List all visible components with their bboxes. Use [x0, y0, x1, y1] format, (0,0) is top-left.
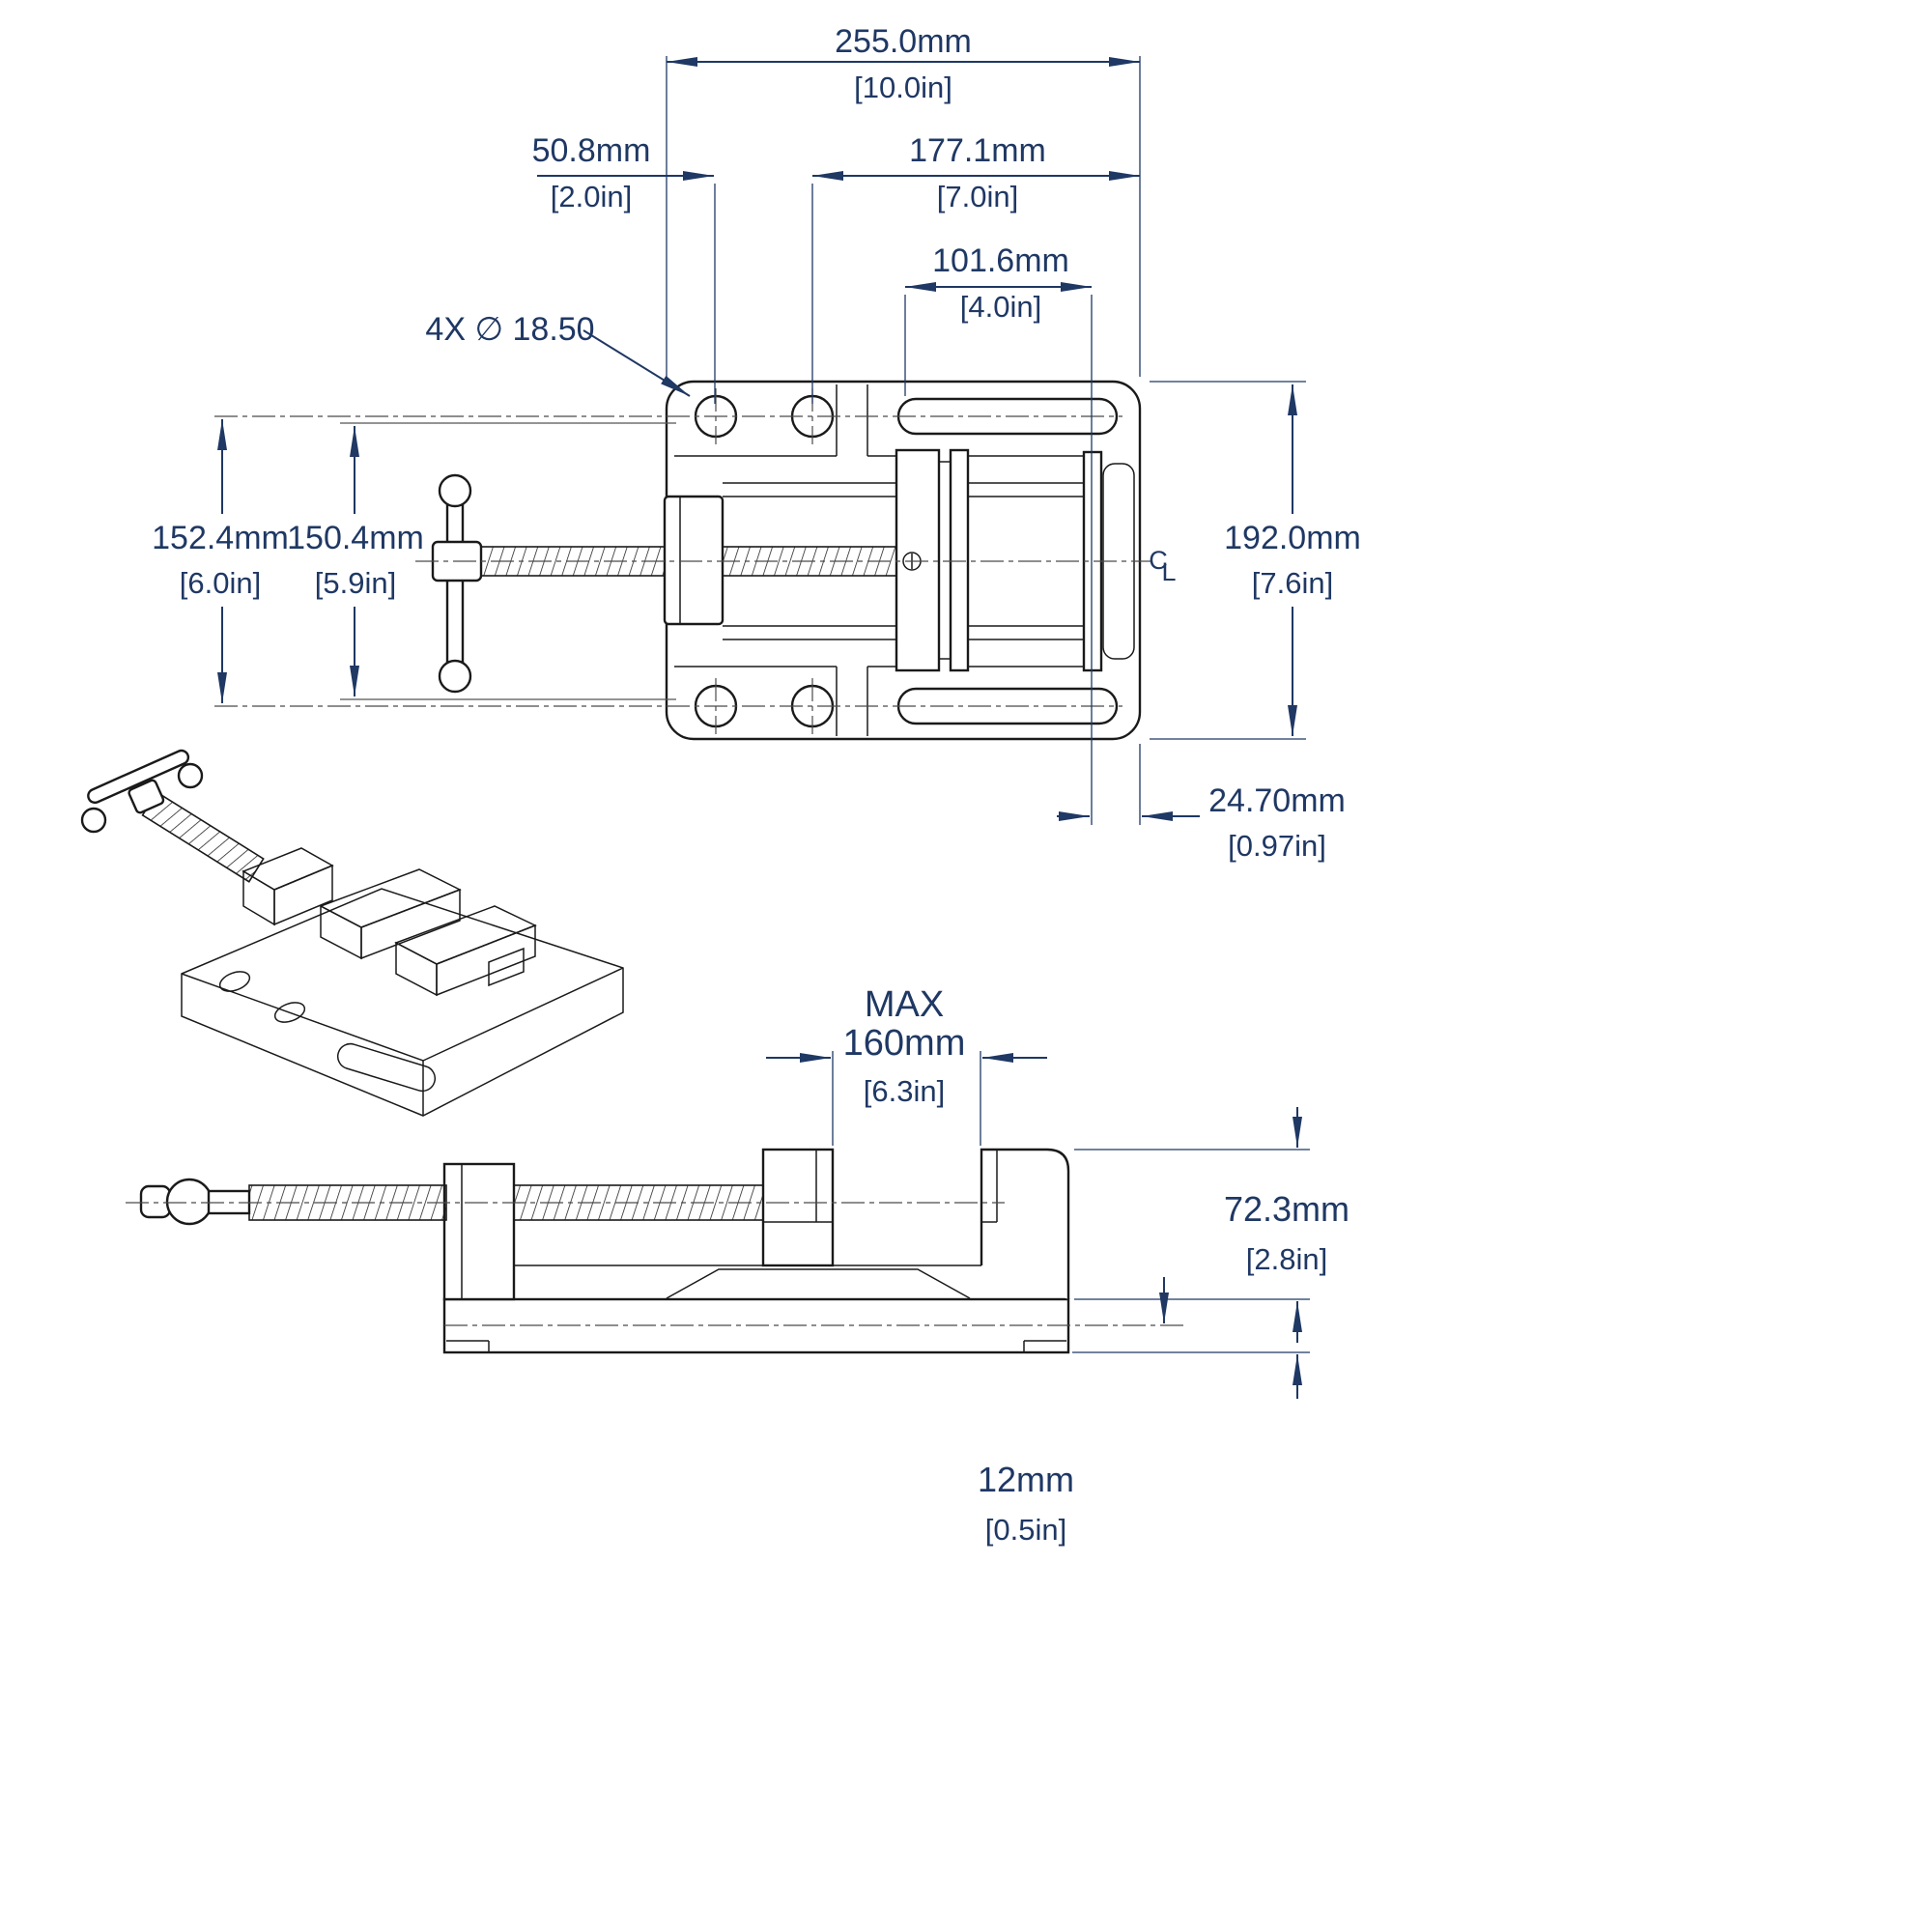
- side-rib: [666, 1268, 971, 1299]
- dim-overall-width-in: [10.0in]: [854, 71, 952, 104]
- dim-body-height-mm: 72.3mm: [1224, 1189, 1350, 1229]
- iso-screw-bracket: [242, 847, 334, 926]
- dim-bolt-rows-inner-mm: 150.4mm: [287, 520, 424, 556]
- dim-hole-to-edge-in: [7.0in]: [937, 180, 1018, 213]
- iso-slot: [336, 1042, 437, 1093]
- iso-lead-screw: [80, 749, 265, 883]
- dim-slot-length-mm: 101.6mm: [932, 242, 1069, 279]
- dim-bolt-rows-inner-in: [5.9in]: [315, 566, 396, 600]
- dim-hole-to-edge-mm: 177.1mm: [909, 132, 1046, 169]
- side-fixed-jaw: [980, 1148, 1070, 1299]
- side-moving-jaw: [761, 1148, 835, 1267]
- dimension-annotations: 255.0mm [10.0in] 50.8mm [2.0in] 177.1mm …: [152, 23, 1361, 1547]
- iso-fixed-jaw: [394, 905, 537, 997]
- dim-edge-to-hole-mm: 50.8mm: [532, 132, 651, 169]
- dim-edge-to-hole-in: [2.0in]: [551, 180, 632, 213]
- isometric-view: [80, 749, 624, 1117]
- dim-bolt-rows-outer-in: [6.0in]: [180, 566, 261, 600]
- t-handle: [431, 473, 483, 694]
- side-screw-bracket: [442, 1162, 516, 1301]
- dim-base-thickness-mm: 12mm: [978, 1460, 1074, 1499]
- dim-max-opening-in: [6.3in]: [864, 1074, 945, 1108]
- moving-jaw: [895, 448, 970, 672]
- dim-slot-length-in: [4.0in]: [960, 290, 1041, 324]
- iso-label-plate: [488, 947, 525, 987]
- centerline-symbol-l: L: [1161, 557, 1176, 586]
- hole-callout-label: 4X ∅ 18.50: [425, 311, 594, 348]
- dim-slot-to-edge-mm: 24.70mm: [1208, 782, 1346, 819]
- dim-max-label: MAX: [865, 984, 944, 1025]
- screw-bracket: [663, 495, 724, 626]
- top-view: [214, 380, 1151, 741]
- dim-overall-depth-in: [7.6in]: [1252, 566, 1333, 600]
- dim-bolt-rows-outer-mm: 152.4mm: [152, 520, 289, 556]
- side-view: [126, 1148, 1183, 1354]
- guide-rails: [723, 482, 1084, 640]
- iso-hole: [218, 971, 251, 992]
- iso-base: [181, 888, 624, 1117]
- iso-hole: [273, 1002, 306, 1023]
- dim-base-thickness-in: [0.5in]: [985, 1513, 1066, 1547]
- dim-overall-depth-mm: 192.0mm: [1224, 520, 1361, 556]
- dim-max-opening-mm: 160mm: [843, 1023, 966, 1064]
- dim-body-height-in: [2.8in]: [1246, 1242, 1327, 1276]
- centerlines-top-view: [214, 388, 1151, 734]
- centerlines-side-view: [126, 1202, 1183, 1326]
- hole-callout-leader: [582, 329, 691, 397]
- dim-overall-width-mm: 255.0mm: [835, 23, 972, 60]
- centerline-symbol-c: C: [1149, 546, 1168, 575]
- iso-moving-jaw: [319, 868, 462, 960]
- dim-slot-to-edge-in: [0.97in]: [1228, 829, 1326, 863]
